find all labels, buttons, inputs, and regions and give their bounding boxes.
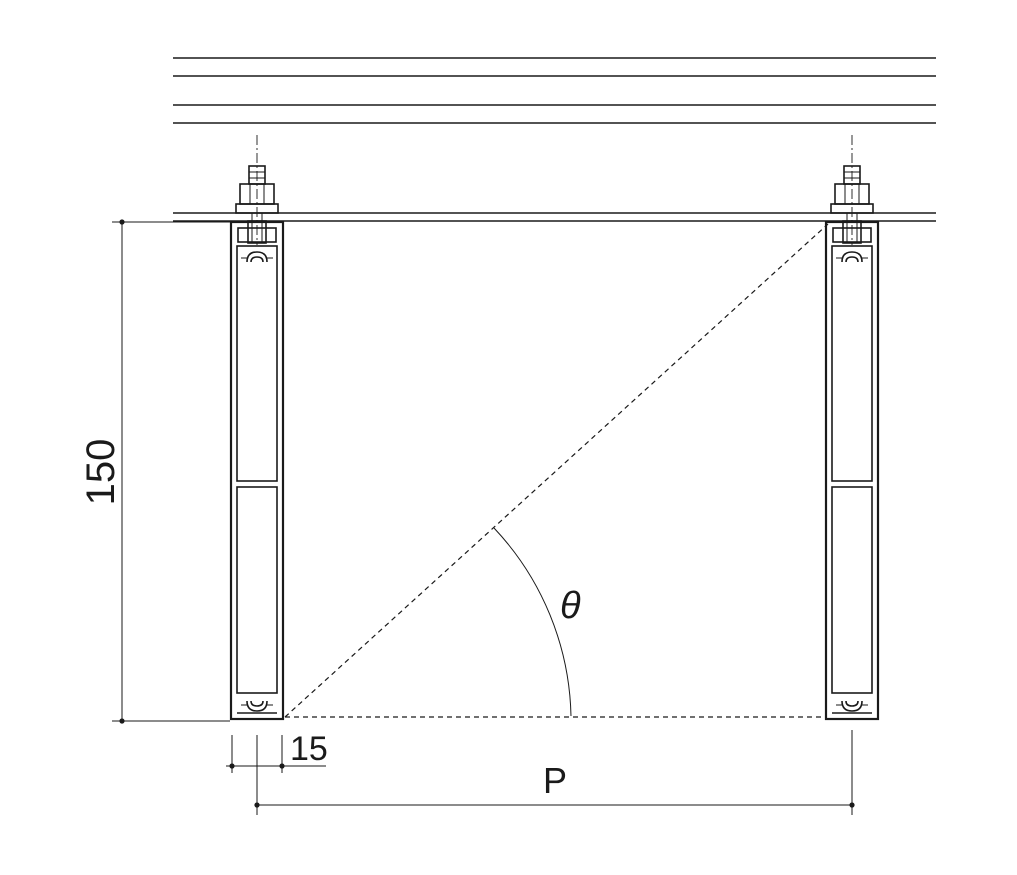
pitch-label: P <box>543 760 567 801</box>
angle-construction <box>284 223 829 718</box>
left-bolt-assembly <box>235 165 279 244</box>
bolt-centerlines <box>256 135 853 245</box>
left-louver-profile <box>229 220 285 721</box>
pitch-dimension <box>254 730 855 815</box>
height-dimension <box>112 219 230 724</box>
angle-arc <box>493 527 572 717</box>
height-label: 150 <box>79 439 123 506</box>
ceiling-lines <box>173 57 936 124</box>
angle-label: θ <box>560 585 581 627</box>
right-louver-profile <box>824 220 880 721</box>
mounting-rail <box>173 212 936 222</box>
diagonal-sightline <box>284 223 829 718</box>
thickness-dimension <box>226 735 326 773</box>
thickness-label: 15 <box>290 730 328 768</box>
